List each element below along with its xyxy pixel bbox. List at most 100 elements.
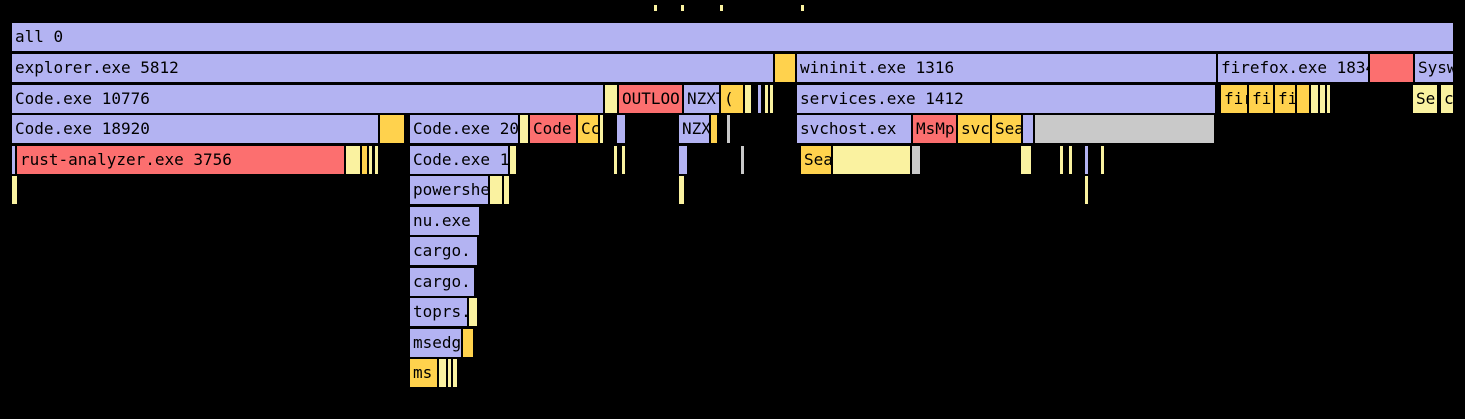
flame-frame-wininit-exe-1316[interactable]: wininit.exe 1316 <box>796 53 1217 83</box>
flame-frame-label: ms <box>413 363 433 382</box>
flame-frame-label: NZX <box>682 119 710 138</box>
flame-frame[interactable] <box>489 175 503 205</box>
flame-frame-nzx[interactable]: NZX <box>678 114 710 144</box>
flame-frame-label: wininit.exe 1316 <box>800 58 955 77</box>
flame-frame[interactable] <box>678 175 685 205</box>
flame-frame-msedg[interactable]: msedg <box>409 328 462 358</box>
flame-frame-label: powershe <box>413 180 489 199</box>
flame-frame[interactable] <box>604 84 618 114</box>
flame-frame[interactable] <box>447 358 452 388</box>
flame-frame[interactable] <box>11 175 18 205</box>
flame-frame[interactable] <box>653 4 658 12</box>
flame-frame[interactable] <box>368 145 373 175</box>
flame-frame-cc[interactable]: Cc <box>577 114 599 144</box>
flame-frame[interactable] <box>678 145 688 175</box>
flame-frame-label: fir <box>1224 89 1247 108</box>
flame-frame-label: c <box>1444 89 1454 108</box>
flame-frame[interactable] <box>800 4 805 12</box>
flame-frame-label: Sea <box>804 150 832 169</box>
flame-frame-toprs[interactable]: toprs. <box>409 297 468 327</box>
flame-frame[interactable] <box>519 114 529 144</box>
flame-frame-nu-exe[interactable]: nu.exe <box>409 206 480 236</box>
flame-frame[interactable] <box>769 84 774 114</box>
flame-frame[interactable] <box>710 114 718 144</box>
flame-frame[interactable] <box>1084 175 1089 205</box>
flame-frame-firefox-exe-18344[interactable]: firefox.exe 18344 <box>1217 53 1369 83</box>
flame-frame[interactable] <box>1369 53 1414 83</box>
flame-frame[interactable] <box>757 84 762 114</box>
flame-frame-code-exe-1[interactable]: Code.exe 1 <box>409 145 509 175</box>
flame-frame[interactable] <box>1068 145 1073 175</box>
flame-frame[interactable] <box>599 114 604 144</box>
flame-frame[interactable] <box>438 358 447 388</box>
flame-frame[interactable] <box>616 114 626 144</box>
flame-frame[interactable] <box>1022 114 1034 144</box>
flame-frame[interactable] <box>462 328 474 358</box>
flame-frame-sea[interactable]: Sea <box>991 114 1022 144</box>
flame-frame[interactable] <box>345 145 361 175</box>
flame-frame-label: cargo. <box>413 241 471 260</box>
flame-frame-sea[interactable]: Sea <box>800 145 832 175</box>
flame-frame-label: svc <box>961 119 990 138</box>
flame-frame[interactable] <box>726 114 731 144</box>
flame-frame[interactable] <box>374 145 379 175</box>
flame-frame[interactable] <box>503 175 510 205</box>
flame-frame-cargo[interactable]: cargo. <box>409 267 475 297</box>
flame-frame[interactable] <box>744 84 752 114</box>
flame-frame[interactable] <box>621 145 626 175</box>
flame-frame-fir[interactable]: fir <box>1220 84 1248 114</box>
flame-frame[interactable] <box>764 84 769 114</box>
flame-frame-label: msedg <box>413 333 462 352</box>
flame-frame-nzxt[interactable]: NZXT <box>683 84 720 114</box>
flame-frame-code[interactable]: Code <box>529 114 577 144</box>
flame-frame-explorer-exe-5812[interactable]: explorer.exe 5812 <box>11 53 774 83</box>
flame-frame[interactable] <box>1100 145 1105 175</box>
flame-frame[interactable] <box>361 145 368 175</box>
flame-frame-svc[interactable]: svc <box>957 114 991 144</box>
flame-frame-services-exe-1412[interactable]: services.exe 1412 <box>796 84 1216 114</box>
flame-frame-se[interactable]: Se <box>1412 84 1438 114</box>
flame-frame-label: NZXT <box>687 89 719 108</box>
flame-frame[interactable] <box>613 145 618 175</box>
flame-frame[interactable] <box>719 4 724 12</box>
flame-frame[interactable] <box>1326 84 1331 114</box>
flame-frame[interactable] <box>1310 84 1319 114</box>
flame-frame[interactable] <box>680 4 685 12</box>
flame-frame-fir[interactable]: fir <box>1248 84 1274 114</box>
flame-frame-sysw[interactable]: Sysw <box>1414 53 1454 83</box>
flame-frame[interactable] <box>1084 145 1089 175</box>
flame-frame[interactable] <box>832 145 911 175</box>
flame-frame[interactable] <box>911 145 921 175</box>
flame-frame[interactable] <box>468 297 478 327</box>
flame-frame-svchost-ex[interactable]: svchost.ex <box>796 114 912 144</box>
flame-frame[interactable] <box>509 145 517 175</box>
flame-frame-label: Sysw <box>1418 58 1454 77</box>
flame-frame-outloo[interactable]: OUTLOO <box>618 84 683 114</box>
flame-frame[interactable] <box>1059 145 1064 175</box>
flame-frame-c[interactable]: c <box>1440 84 1454 114</box>
flame-frame-label: Code <box>533 119 572 138</box>
flame-frame-code-exe-20[interactable]: Code.exe 20 <box>409 114 519 144</box>
flame-frame[interactable] <box>1296 84 1310 114</box>
flame-frame[interactable] <box>1020 145 1032 175</box>
flame-frame-all-0[interactable]: all 0 <box>11 22 1454 52</box>
flame-frame[interactable] <box>1034 114 1215 144</box>
flame-frame[interactable] <box>774 53 796 83</box>
flame-frame-powershe[interactable]: powershe <box>409 175 489 205</box>
flame-frame[interactable] <box>740 145 745 175</box>
flame-frame-ms[interactable]: ms <box>409 358 438 388</box>
flame-frame-cargo[interactable]: cargo. <box>409 236 478 266</box>
flame-frame-msmpi[interactable]: MsMpI <box>912 114 957 144</box>
flame-frame-code-exe-18920[interactable]: Code.exe 18920 <box>11 114 379 144</box>
flame-frame[interactable] <box>11 145 16 175</box>
flame-frame-label: services.exe 1412 <box>800 89 964 108</box>
flame-frame-[interactable]: ( <box>720 84 744 114</box>
flame-frame[interactable] <box>379 114 405 144</box>
flame-frame[interactable] <box>452 358 458 388</box>
flame-frame-rust-analyzer-exe-3756[interactable]: rust-analyzer.exe 3756 <box>16 145 345 175</box>
flame-frame-code-exe-10776[interactable]: Code.exe 10776 <box>11 84 604 114</box>
flame-frame[interactable] <box>1319 84 1326 114</box>
